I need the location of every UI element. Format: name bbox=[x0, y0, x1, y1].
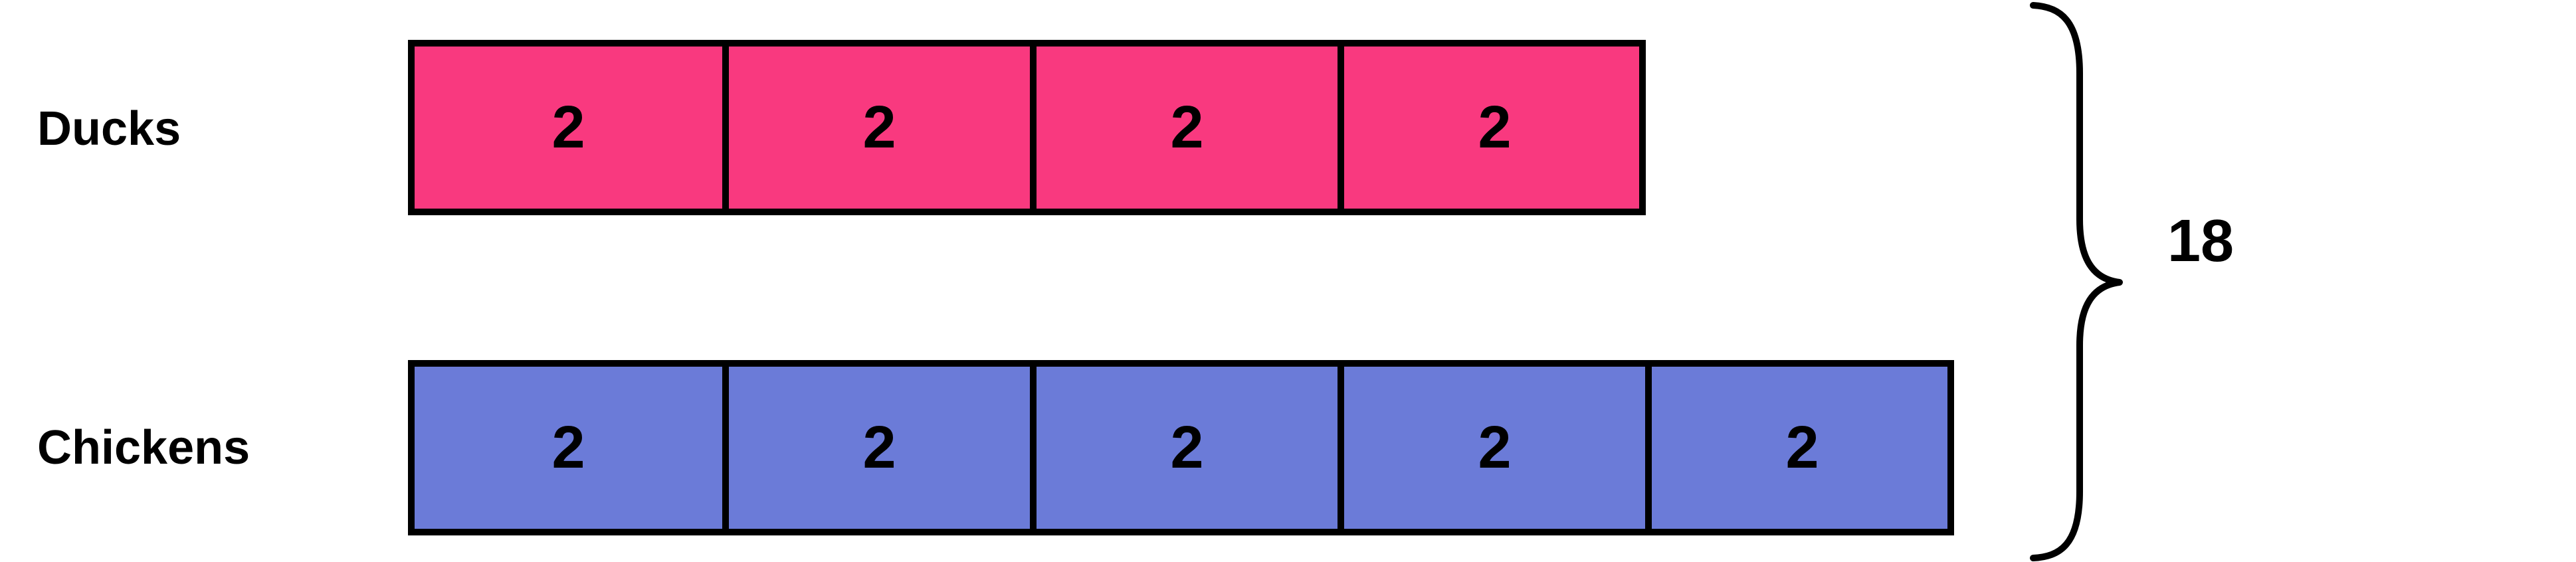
chickens-unit-3: 2 bbox=[1030, 367, 1338, 529]
total-value: 18 bbox=[2167, 208, 2234, 274]
chickens-unit-1: 2 bbox=[551, 414, 585, 481]
row-label-ducks: Ducks bbox=[37, 102, 181, 155]
ducks-unit-2: 2 bbox=[722, 47, 1030, 209]
chickens-unit-2: 2 bbox=[722, 367, 1030, 529]
chickens-tape: 2 2 2 2 2 bbox=[408, 360, 1954, 535]
chickens-unit-4: 2 bbox=[1338, 367, 1645, 529]
row-label-chickens: Chickens bbox=[37, 421, 250, 474]
curly-brace-icon bbox=[2030, 2, 2123, 561]
ducks-tape: 2 2 2 2 bbox=[408, 40, 1646, 215]
ducks-unit-4: 2 bbox=[1338, 47, 1645, 209]
ducks-unit-1: 2 bbox=[551, 94, 585, 161]
ducks-unit-3: 2 bbox=[1030, 47, 1338, 209]
chickens-unit-5: 2 bbox=[1645, 367, 1953, 529]
